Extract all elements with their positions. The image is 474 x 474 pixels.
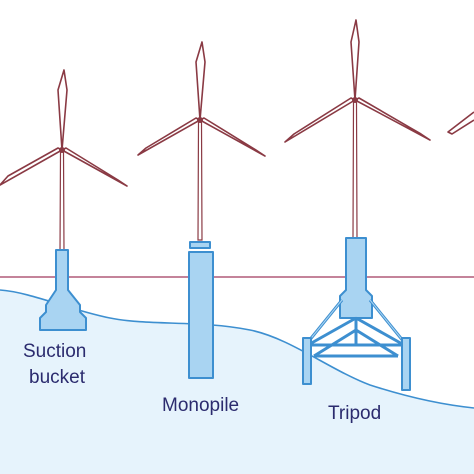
turbine-suction-bucket — [0, 69, 128, 331]
rotor-hub — [197, 117, 203, 123]
turbine-partial-right — [447, 111, 474, 135]
tripod-legs — [306, 299, 406, 358]
tower — [352, 101, 358, 239]
turbine-tripod — [284, 19, 431, 391]
tripod-pile-left — [302, 337, 312, 385]
rotor-hub — [59, 147, 65, 153]
label-tripod: Tripod — [328, 403, 381, 424]
label-suction-line2: bucket — [29, 367, 86, 388]
transition-piece — [189, 241, 211, 249]
label-monopile: Monopile — [162, 395, 239, 416]
suction-bucket-foundation — [39, 249, 87, 331]
rotor-blade-fragment — [447, 111, 474, 135]
monopile-foundation — [188, 251, 214, 379]
turbine-monopile — [137, 41, 266, 379]
rotor-hub — [352, 97, 358, 103]
tripod-central-column — [339, 237, 373, 319]
label-suction-line1: Suction — [23, 341, 86, 362]
tower — [59, 151, 65, 253]
tower — [197, 121, 203, 241]
water-body — [0, 290, 474, 474]
rotor-blades — [284, 19, 431, 143]
tripod-pile-right — [401, 337, 411, 391]
